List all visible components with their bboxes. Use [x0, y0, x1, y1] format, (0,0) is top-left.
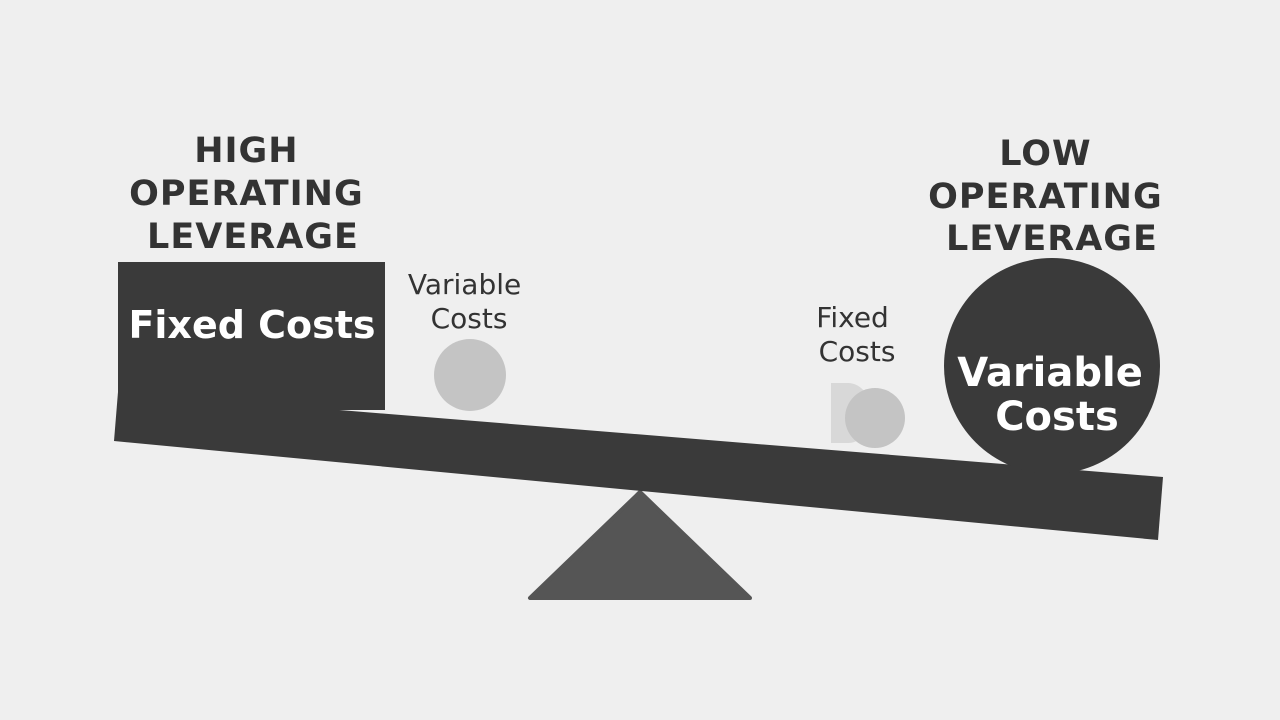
fixed-costs-block-label: Fixed Costs: [128, 303, 375, 347]
fulcrum: [528, 490, 752, 600]
fixed-costs-block: [118, 262, 385, 410]
right-heading-line-1: LOW: [999, 134, 1091, 174]
left-heading: HIGH OPERATING LEVERAGE: [129, 131, 377, 257]
right-heading-line-3: LEVERAGE: [946, 219, 1158, 259]
left-small-label-line-2: Costs: [431, 302, 508, 335]
right-heading-line-2: OPERATING: [928, 177, 1163, 217]
variable-costs-circle: [944, 258, 1160, 474]
variable-costs-circle-label-line-1: Variable: [957, 350, 1143, 396]
right-small-label-line-1: Fixed: [816, 301, 889, 334]
variable-costs-ball: [434, 339, 506, 411]
right-small-label-line-2: Costs: [819, 335, 896, 368]
left-heading-line-2: OPERATING: [129, 174, 364, 214]
left-heading-line-3: LEVERAGE: [147, 217, 359, 257]
fixed-costs-ball: [845, 388, 905, 448]
right-heading: LOW OPERATING LEVERAGE: [928, 134, 1176, 259]
left-heading-line-1: HIGH: [194, 131, 298, 171]
variable-costs-circle-label: Variable Costs: [957, 350, 1157, 440]
left-small-label-line-1: Variable: [408, 268, 521, 301]
right-small-label: Fixed Costs: [816, 301, 897, 368]
left-small-label: Variable Costs: [408, 268, 530, 335]
seesaw-beam: [114, 392, 1163, 540]
variable-costs-circle-label-line-2: Costs: [995, 394, 1119, 440]
